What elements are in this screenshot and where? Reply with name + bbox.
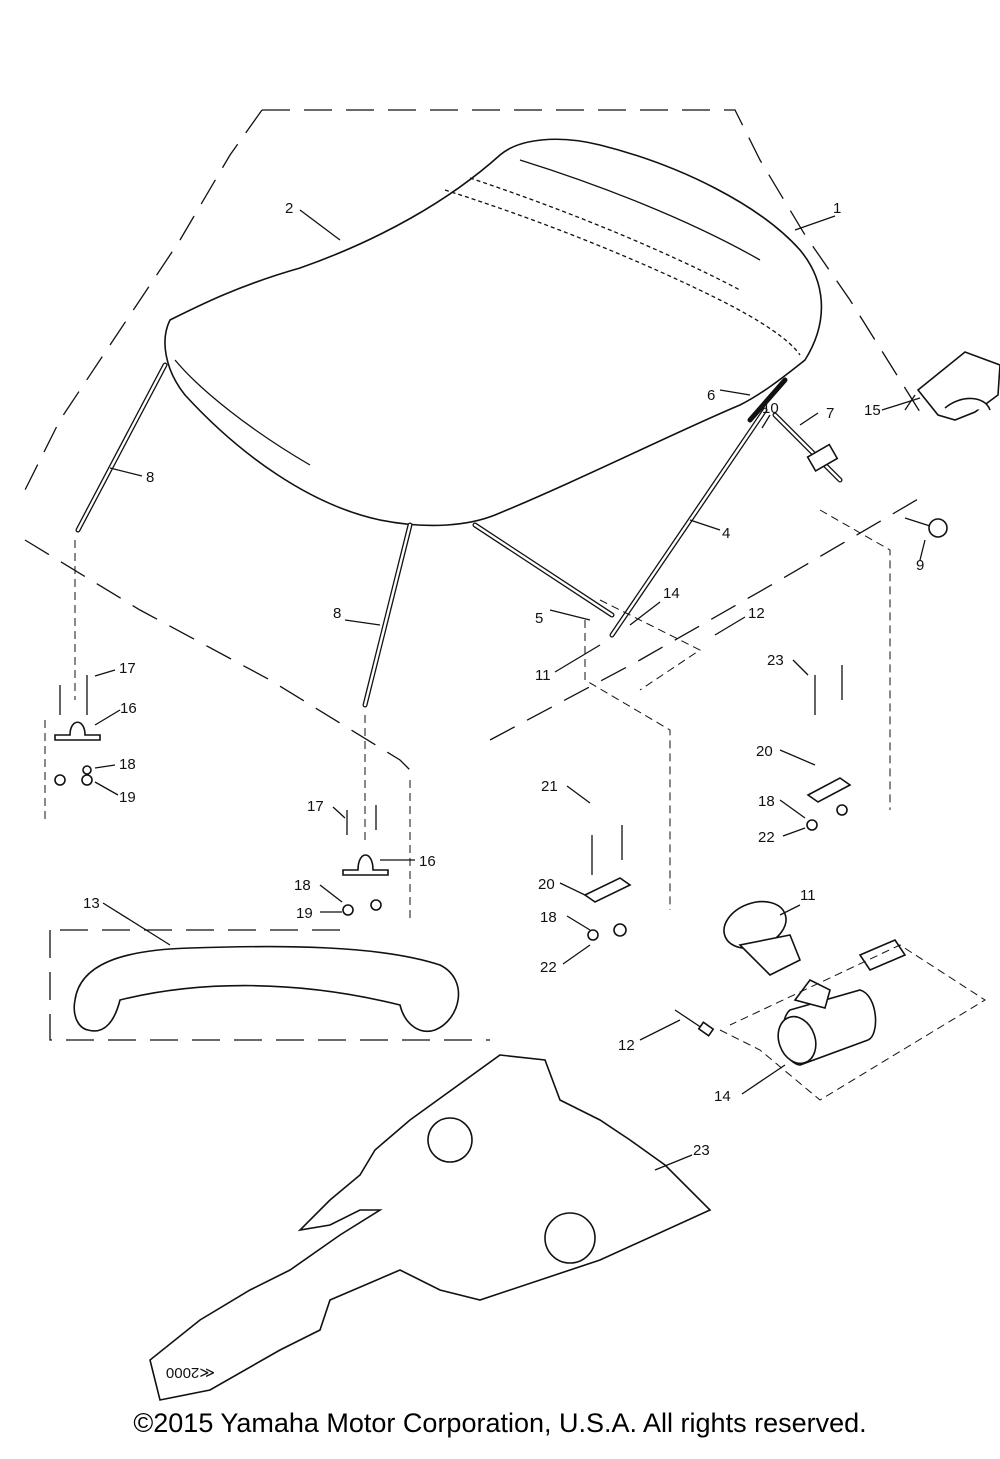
callout-5: 5	[535, 610, 543, 627]
assembly-outline	[19, 109, 926, 771]
callout-20-right: 20	[756, 743, 773, 760]
pin	[904, 517, 948, 538]
callout-17-left: 17	[119, 660, 136, 677]
strap-holder	[916, 351, 1000, 421]
callout-8-center: 8	[333, 605, 341, 622]
callout-17-center: 17	[307, 798, 324, 815]
callout-7: 7	[826, 405, 834, 422]
callout-23-mat: 23	[693, 1142, 710, 1159]
callout-22-right: 22	[758, 829, 775, 846]
callout-16-left: 16	[120, 700, 137, 717]
guide-lines	[44, 509, 891, 920]
callout-19-left: 19	[119, 789, 136, 806]
callout-18-left: 18	[119, 756, 136, 773]
callout-18-right: 18	[758, 793, 775, 810]
callout-21: 21	[541, 778, 558, 795]
callout-8-left: 8	[146, 469, 154, 486]
mount-hardware-right	[806, 665, 852, 831]
callout-9: 9	[916, 557, 924, 574]
callout-14-detail: 14	[714, 1088, 731, 1105]
callout-19-center: 19	[296, 905, 313, 922]
callout-11-top: 11	[535, 667, 551, 684]
callout-14-top: 14	[663, 585, 680, 602]
callout-12-detail: 12	[618, 1037, 635, 1054]
callout-1: 1	[833, 200, 841, 217]
end-cap-and-clamp	[719, 900, 986, 1101]
callout-23-right: 23	[767, 652, 784, 669]
callout-11-detail: 11	[800, 887, 816, 904]
callout-10: 10	[762, 400, 779, 417]
rivet	[674, 1009, 715, 1037]
callout-13: 13	[83, 895, 100, 912]
copyright-notice: ©2015 Yamaha Motor Corporation, U.S.A. A…	[133, 1408, 867, 1438]
callout-16-center: 16	[419, 853, 436, 870]
deck-mat	[149, 1054, 712, 1401]
bimini-canopy	[164, 138, 823, 527]
callouts: 1 2 4 5 6 7 8 8 9 10 11 11 12 12 13 14 1…	[83, 200, 924, 1381]
boot-cover	[49, 929, 490, 1041]
callout-6: 6	[707, 387, 715, 404]
callout-18-middle: 18	[540, 909, 557, 926]
leader-lines	[94, 209, 926, 1171]
frame-poles	[75, 362, 843, 708]
callout-20-middle: 20	[538, 876, 555, 893]
callout-12-top: 12	[748, 605, 765, 622]
callout-22-middle: 22	[540, 959, 557, 976]
callout-18-center: 18	[294, 877, 311, 894]
callout-2: 2	[285, 200, 293, 217]
mount-hardware-middle	[583, 825, 632, 941]
callout-15: 15	[864, 402, 881, 419]
mat-marking: ≪2000	[166, 1364, 215, 1381]
mount-hardware-left	[54, 675, 101, 786]
mount-hardware-center	[342, 805, 389, 916]
callout-4: 4	[722, 525, 730, 542]
